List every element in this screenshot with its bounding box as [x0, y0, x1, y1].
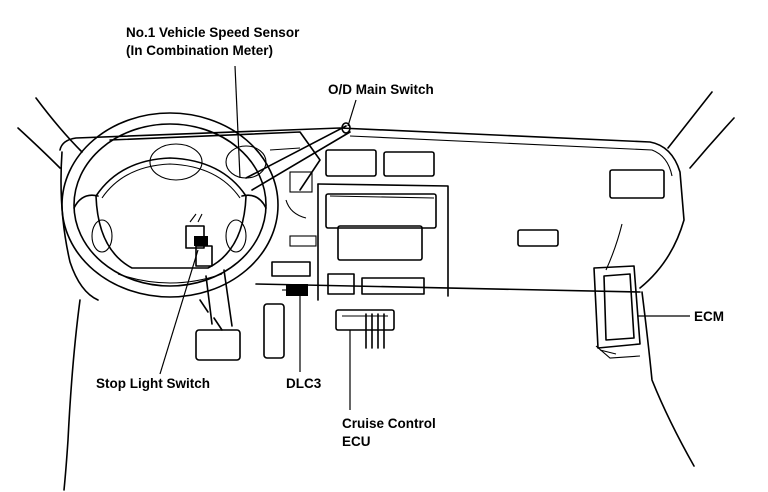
label-od-main-switch: O/D Main Switch [328, 82, 434, 97]
leader-lines [159, 65, 690, 410]
label-cruise-control-line1: Cruise Control [342, 416, 436, 431]
od-shift-lever [245, 122, 351, 191]
stop-light-switch-component [185, 213, 213, 267]
dlc3-connector [282, 284, 308, 296]
label-dlc3: DLC3 [286, 376, 322, 391]
label-ecm: ECM [694, 309, 724, 324]
label-cruise-control-line2: ECU [342, 434, 371, 449]
label-stop-light-switch: Stop Light Switch [96, 376, 210, 391]
cruise-control-ecu-component [335, 309, 395, 349]
center-stack [271, 149, 449, 301]
left-a-pillar [17, 97, 83, 169]
label-vss-line2: (In Combination Meter) [126, 43, 273, 58]
steering-column [199, 269, 233, 327]
ecm-component [593, 265, 641, 359]
accelerator-pedal [263, 303, 285, 359]
brake-pedal [195, 317, 241, 361]
dashboard-outline [59, 127, 695, 491]
glovebox-area [517, 169, 665, 271]
label-vss-line1: No.1 Vehicle Speed Sensor [126, 25, 300, 40]
instrument-cluster [109, 131, 321, 193]
right-a-pillar [667, 91, 735, 169]
steering-wheel [61, 112, 279, 298]
